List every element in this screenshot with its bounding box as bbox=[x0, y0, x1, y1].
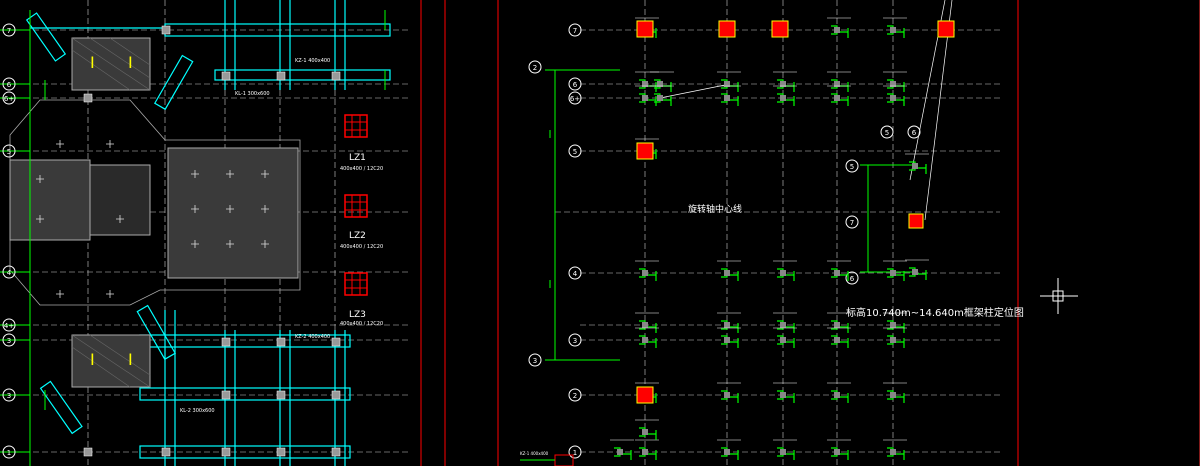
axis-label: 7 bbox=[573, 27, 577, 35]
crosshair-cursor bbox=[1040, 278, 1078, 314]
column-core bbox=[890, 322, 896, 328]
column-core bbox=[780, 337, 786, 343]
column-core bbox=[780, 449, 786, 455]
column-core bbox=[642, 337, 648, 343]
column-core bbox=[642, 429, 648, 435]
axis-label: 4+ bbox=[4, 322, 14, 330]
column-core bbox=[834, 27, 840, 33]
axis-label: 3 bbox=[573, 337, 577, 345]
column-core bbox=[834, 337, 840, 343]
svg-text:I: I bbox=[128, 350, 133, 369]
left-plan: I I I I bbox=[0, 0, 410, 466]
column-tag-lz1: LZ1 bbox=[349, 153, 366, 163]
axis-label: 1 bbox=[573, 449, 577, 457]
column-core bbox=[890, 449, 896, 455]
svg-text:I: I bbox=[90, 53, 95, 72]
svg-text:KL-1 300x600: KL-1 300x600 bbox=[235, 91, 270, 97]
svg-text:3: 3 bbox=[533, 357, 537, 365]
svg-text:I: I bbox=[90, 350, 95, 369]
svg-text:KL-2 300x600: KL-2 300x600 bbox=[180, 408, 215, 414]
column-core bbox=[642, 81, 648, 87]
column-core bbox=[890, 95, 896, 101]
rotation-axis-label: 旋转轴中心线 bbox=[688, 205, 743, 215]
column-detail-lz2 bbox=[344, 194, 368, 218]
svg-text:KZ-2 400x400: KZ-2 400x400 bbox=[295, 334, 330, 340]
column-core bbox=[912, 163, 918, 169]
column-detail-lz3 bbox=[344, 272, 368, 296]
svg-text:400x400 / 12C20: 400x400 / 12C20 bbox=[340, 166, 383, 172]
axis-label: 6+ bbox=[570, 95, 580, 103]
column-core bbox=[724, 337, 730, 343]
axis-label: 6 bbox=[573, 81, 578, 89]
svg-text:KZ-1 400x400: KZ-1 400x400 bbox=[295, 58, 330, 64]
column-core bbox=[834, 81, 840, 87]
axis-label: 6 bbox=[912, 129, 917, 137]
column-core bbox=[724, 81, 730, 87]
axis-label: 4 bbox=[7, 269, 12, 277]
axis-label: 6 bbox=[850, 275, 855, 283]
axis-label: 3 bbox=[7, 392, 11, 400]
column-core bbox=[780, 95, 786, 101]
axis-label: 4 bbox=[573, 270, 578, 278]
column-core bbox=[890, 337, 896, 343]
axis-label: 5 bbox=[850, 163, 854, 171]
column-detail-lz1 bbox=[344, 114, 368, 138]
axis-label: 5 bbox=[885, 129, 889, 137]
svg-text:KZ-1 400x400: KZ-1 400x400 bbox=[520, 451, 549, 456]
column-core bbox=[617, 449, 623, 455]
column-core bbox=[890, 392, 896, 398]
drawing-title: 标高10.740m~14.640m框架柱定位图 bbox=[846, 308, 1024, 319]
svg-text:400x400 / 12C20: 400x400 / 12C20 bbox=[340, 244, 383, 250]
right-plan: 7 6 6+ 5 4 3 2 1 2 3 5 6 5 7 6 bbox=[520, 0, 1078, 466]
axis-label: 1 bbox=[7, 449, 11, 457]
column-core bbox=[642, 322, 648, 328]
axis-label: 2 bbox=[573, 392, 577, 400]
drawing-frame bbox=[420, 0, 1200, 466]
axis-label: 5 bbox=[7, 148, 11, 156]
column-core bbox=[642, 95, 648, 101]
column-core bbox=[780, 270, 786, 276]
axis-label: 3 bbox=[7, 337, 11, 345]
svg-text:I: I bbox=[128, 53, 133, 72]
axis-label: 7 bbox=[7, 27, 11, 35]
column-core bbox=[890, 270, 896, 276]
column-core bbox=[642, 449, 648, 455]
axis-label: 6 bbox=[7, 81, 12, 89]
column-core bbox=[890, 81, 896, 87]
column-core bbox=[724, 449, 730, 455]
column-tag-lz2: LZ2 bbox=[349, 231, 366, 241]
column-core bbox=[724, 95, 730, 101]
column-core bbox=[834, 270, 840, 276]
column-core bbox=[724, 270, 730, 276]
column-core bbox=[724, 322, 730, 328]
column-core bbox=[780, 392, 786, 398]
svg-text:400x400 / 12C20: 400x400 / 12C20 bbox=[340, 321, 383, 327]
svg-text:2: 2 bbox=[533, 64, 537, 72]
axis-label: 6+ bbox=[4, 95, 14, 103]
axis-label: 7 bbox=[850, 219, 854, 227]
column-core bbox=[912, 269, 918, 275]
column-core bbox=[642, 270, 648, 276]
column-core bbox=[657, 95, 663, 101]
axis-label: 5 bbox=[573, 148, 577, 156]
column-core bbox=[834, 392, 840, 398]
column-core bbox=[834, 95, 840, 101]
column-core bbox=[890, 27, 896, 33]
column-tag-lz3: LZ3 bbox=[349, 310, 366, 320]
column-core bbox=[834, 449, 840, 455]
column-core bbox=[780, 81, 786, 87]
column-core bbox=[834, 322, 840, 328]
column-core bbox=[780, 322, 786, 328]
column-core bbox=[657, 81, 663, 87]
column-core bbox=[724, 392, 730, 398]
